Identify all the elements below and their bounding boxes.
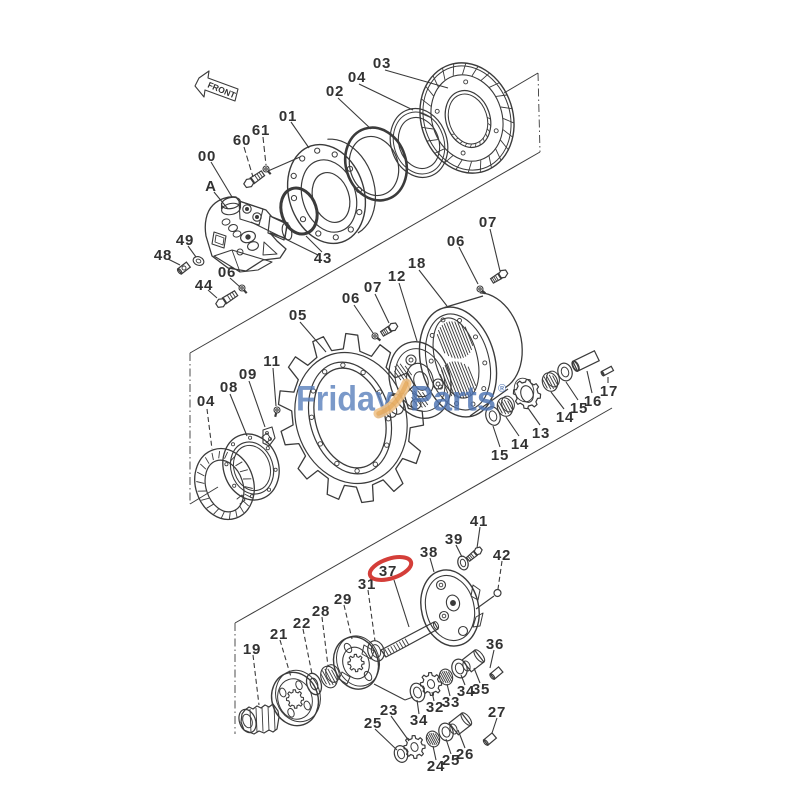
svg-text:08: 08 (220, 379, 238, 396)
svg-text:37: 37 (379, 563, 397, 580)
svg-text:03: 03 (373, 55, 391, 72)
svg-text:25: 25 (442, 752, 460, 769)
svg-text:61: 61 (252, 122, 270, 139)
svg-text:00: 00 (198, 148, 216, 165)
svg-text:39: 39 (445, 531, 463, 548)
svg-text:07: 07 (479, 214, 497, 231)
svg-text:48: 48 (154, 247, 172, 264)
svg-text:16: 16 (584, 393, 602, 410)
svg-text:17: 17 (600, 383, 618, 400)
svg-text:07: 07 (364, 279, 382, 296)
svg-text:38: 38 (420, 544, 438, 561)
svg-text:04: 04 (348, 69, 366, 86)
svg-text:15: 15 (570, 400, 588, 417)
svg-text:04: 04 (197, 393, 215, 410)
svg-text:09: 09 (239, 366, 257, 383)
svg-text:05: 05 (289, 307, 307, 324)
svg-text:11: 11 (263, 353, 280, 370)
svg-text:33: 33 (442, 694, 460, 711)
svg-text:13: 13 (532, 425, 550, 442)
svg-text:60: 60 (233, 132, 251, 149)
svg-text:25: 25 (364, 715, 382, 732)
svg-text:49: 49 (176, 232, 194, 249)
svg-text:®: ® (498, 383, 506, 395)
svg-text:15: 15 (491, 447, 509, 464)
svg-text:26: 26 (456, 746, 474, 763)
svg-text:02: 02 (326, 83, 344, 100)
svg-text:23: 23 (380, 702, 398, 719)
svg-text:31: 31 (358, 576, 376, 593)
svg-text:36: 36 (486, 636, 504, 653)
svg-text:28: 28 (312, 603, 330, 620)
svg-text:34: 34 (457, 683, 475, 700)
svg-text:01: 01 (279, 108, 297, 125)
svg-text:29: 29 (334, 591, 352, 608)
svg-text:06: 06 (447, 233, 465, 250)
svg-text:14: 14 (556, 409, 574, 426)
svg-text:06: 06 (342, 290, 360, 307)
svg-text:19: 19 (243, 641, 261, 658)
svg-text:22: 22 (293, 615, 311, 632)
svg-text:34: 34 (410, 712, 428, 729)
svg-text:14: 14 (511, 436, 529, 453)
svg-text:35: 35 (472, 681, 490, 698)
svg-text:12: 12 (388, 268, 406, 285)
svg-text:18: 18 (408, 255, 426, 272)
svg-text:41: 41 (470, 513, 488, 530)
svg-text:42: 42 (493, 547, 511, 564)
svg-text:44: 44 (195, 277, 213, 294)
svg-text:06: 06 (218, 264, 236, 281)
svg-text:27: 27 (488, 704, 506, 721)
svg-text:21: 21 (270, 626, 288, 643)
svg-text:32: 32 (426, 699, 444, 716)
svg-text:Parts: Parts (410, 380, 496, 419)
svg-text:43: 43 (314, 250, 332, 267)
svg-text:A: A (205, 178, 217, 195)
svg-text:24: 24 (427, 758, 445, 775)
